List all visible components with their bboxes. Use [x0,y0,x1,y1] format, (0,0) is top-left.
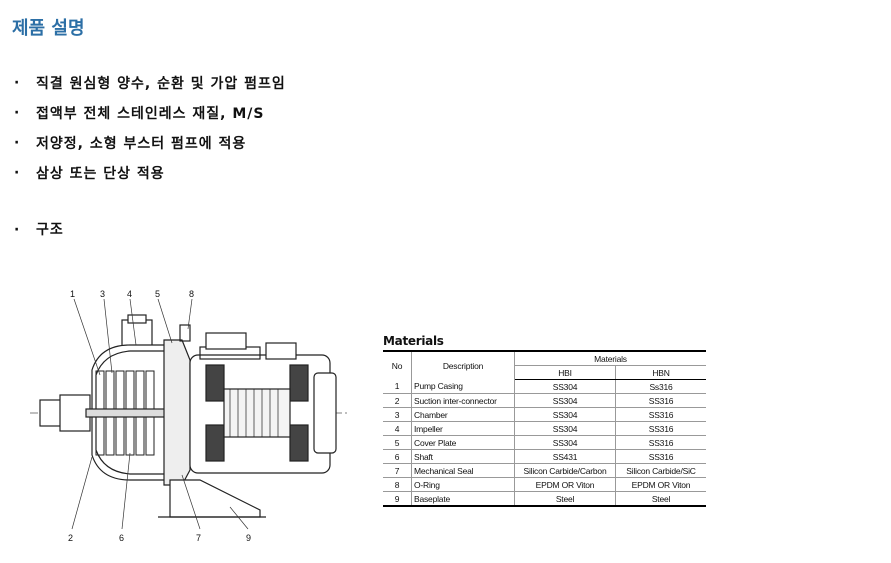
cell-no: 5 [383,435,412,450]
header-materials: Materials [514,350,706,366]
list-item: · 접액부 전체 스테인레스 재질, M/S [14,98,286,128]
cell-no: 2 [383,393,412,408]
cell-hbi: SS304 [514,379,616,394]
bullet-marker: · [14,222,21,238]
structure-label: 구조 [36,222,64,238]
bullet-marker: · [14,165,21,181]
cell-no: 8 [383,477,412,492]
cell-description: Cover Plate [411,435,515,450]
header-hbi: HBI [514,365,616,380]
cell-no: 9 [383,491,412,507]
structure-heading: · 구조 [14,219,64,239]
cell-hbn: Steel [615,491,706,507]
cell-hbn: SS316 [615,435,706,450]
cell-hbn: SS316 [615,407,706,422]
cell-hbi: SS304 [514,435,616,450]
cell-hbn: EPDM OR Viton [615,477,706,492]
bullet-marker: · [14,75,21,91]
callout-label: 5 [155,289,160,299]
cell-hbi: Steel [514,491,616,507]
cell-description: Impeller [411,421,515,436]
callout-label: 8 [189,289,194,299]
cell-description: O-Ring [411,477,515,492]
callout-label: 6 [119,533,124,543]
list-item-text: 삼상 또는 단상 적용 [36,166,165,182]
cell-no: 3 [383,407,412,422]
cell-no: 4 [383,421,412,436]
pump-cross-section-diagram: 1 3 4 5 8 2 6 7 9 [30,289,348,543]
callout-label: 7 [196,533,201,543]
callout-label: 2 [68,533,73,543]
cell-hbi: Silicon Carbide/Carbon [514,463,616,478]
bullet-marker: · [14,135,21,151]
callout-label: 1 [70,289,75,299]
cell-hbn: Ss316 [615,379,706,394]
list-item: · 삼상 또는 단상 적용 [14,158,286,188]
cell-description: Pump Casing [411,379,515,394]
cell-description: Shaft [411,449,515,464]
cell-hbn: Silicon Carbide/SiC [615,463,706,478]
callout-label: 3 [100,289,105,299]
cell-description: Chamber [411,407,515,422]
header-no: No [383,350,412,380]
cell-hbi: SS304 [514,393,616,408]
cell-hbi: EPDM OR Viton [514,477,616,492]
cell-hbi: SS304 [514,421,616,436]
cell-description: Suction inter-connector [411,393,515,408]
table-subheader-row: HBI HBN [383,365,706,380]
cell-no: 7 [383,463,412,478]
header-hbn: HBN [615,365,706,380]
cell-no: 6 [383,449,412,464]
list-item-text: 저양정, 소형 부스터 펌프에 적용 [36,136,247,152]
list-item-text: 접액부 전체 스테인레스 재질, M/S [36,106,265,122]
callout-label: 9 [246,533,251,543]
bullet-marker: · [14,105,21,121]
cell-description: Mechanical Seal [411,463,515,478]
callout-label: 4 [127,289,132,299]
cell-description: Baseplate [411,491,515,507]
table-header-row: No Description Materials [383,350,706,380]
list-item-text: 직결 원심형 양수, 순환 및 가압 펌프임 [36,76,286,92]
page-title: 제품 설명 [12,18,85,39]
cell-hbn: SS316 [615,421,706,436]
cell-hbn: SS316 [615,393,706,408]
cell-no: 1 [383,379,412,394]
list-item: · 직결 원심형 양수, 순환 및 가압 펌프임 [14,68,286,98]
header-description: Description [411,350,515,380]
cell-hbi: SS304 [514,407,616,422]
list-item: · 저양정, 소형 부스터 펌프에 적용 [14,128,286,158]
feature-list: · 직결 원심형 양수, 순환 및 가압 펌프임 · 접액부 전체 스테인레스 재질… [14,68,286,188]
cell-hbi: SS431 [514,449,616,464]
materials-title: Materials [383,334,444,348]
cell-hbn: SS316 [615,449,706,464]
